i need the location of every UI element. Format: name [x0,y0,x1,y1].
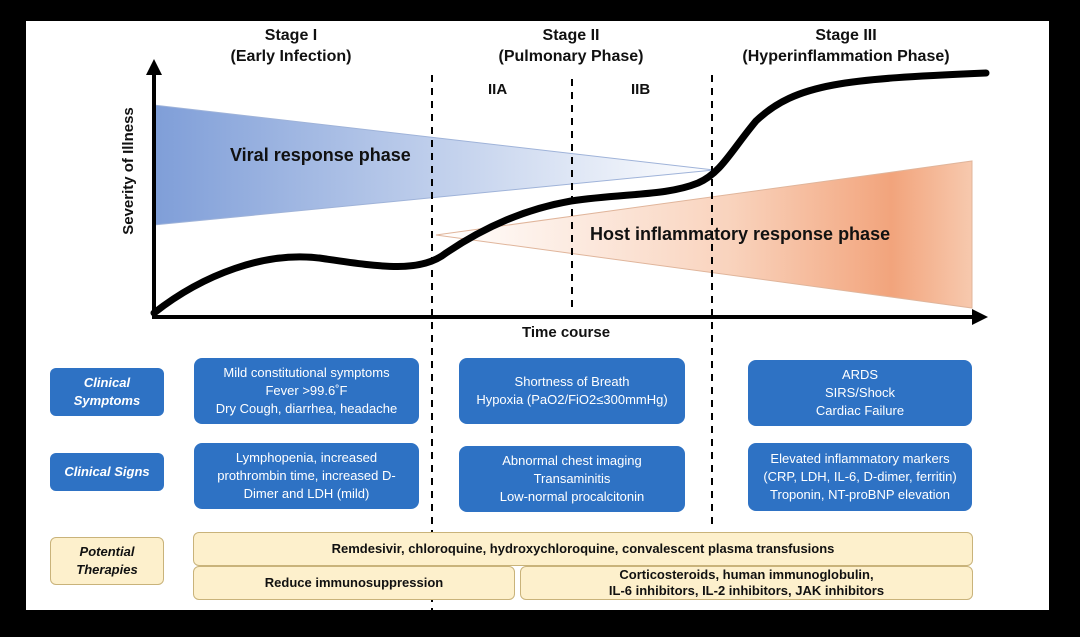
symptom-line: Dry Cough, diarrhea, headache [215,401,398,416]
severity-curve [150,69,990,317]
stage-1-header: Stage I (Early Infection) [206,25,376,67]
host-inflammatory-triangle [435,160,973,309]
symptom-line: Hypoxia (PaO2/FiO2≤300mmHg) [476,392,668,407]
row-label-potential-therapies: Potential Therapies [50,537,164,585]
signs-stage-3: Elevated inflammatory markers (CRP, LDH,… [748,443,972,511]
sign-line: Low-normal procalcitonin [499,489,645,504]
stage-2-subtitle: (Pulmonary Phase) [498,48,644,65]
symptom-line: Fever >99.6˚F [265,383,348,398]
row-label-clinical-signs: Clinical Signs [50,453,164,491]
symptoms-stage-3: ARDS SIRS/Shock Cardiac Failure [748,360,972,426]
stage-3-header: Stage III (Hyperinflammation Phase) [726,25,966,67]
row-label-line: Clinical Signs [64,464,150,479]
symptom-line: ARDS [841,367,879,382]
sign-line: Elevated inflammatory markers [770,451,950,466]
therapy-text: Reduce immunosuppression [264,575,444,590]
sign-line: Dimer and LDH (mild) [243,486,370,501]
row-label-clinical-symptoms: Clinical Symptoms [50,368,164,416]
therapy-text: IL-6 inhibitors, IL-2 inhibitors, JAK in… [608,583,885,598]
y-axis-arrowhead [146,59,162,75]
symptom-line: Cardiac Failure [815,403,905,418]
y-axis-label: Severity of Illness [120,107,137,235]
sign-line: Lymphopenia, increased [235,450,378,465]
host-phase-label: Host inflammatory response phase [590,224,891,244]
stage-3-title: Stage III [815,27,877,44]
row-label-line: Clinical [83,375,131,390]
substage-iia-label: IIA [488,81,508,98]
signs-stage-2: Abnormal chest imaging Transaminitis Low… [459,446,685,512]
stage-2-title: Stage II [542,27,600,44]
sign-line: Troponin, NT-proBNP elevation [770,487,950,502]
substage-iib-label: IIB [631,81,651,98]
diagram-canvas: Stage I (Early Infection) Stage II (Pulm… [26,21,1049,610]
sign-line: prothrombin time, increased D- [217,468,396,483]
symptom-line: SIRS/Shock [824,385,896,400]
sign-line: Abnormal chest imaging [502,453,642,468]
therapy-text: Corticosteroids, human immunoglobulin, [619,567,874,582]
therapy-all-stages: Remdesivir, chloroquine, hydroxychloroqu… [193,532,973,566]
symptom-line: Shortness of Breath [514,374,630,389]
therapy-early: Reduce immunosuppression [193,566,515,600]
x-axis-label: Time course [521,324,611,341]
row-label-line: Symptoms [73,393,141,408]
stage-2-header: Stage II (Pulmonary Phase) [481,25,661,67]
viral-phase-label: Viral response phase [230,145,411,165]
severity-timeline-graphic [146,59,990,610]
therapy-text: Remdesivir, chloroquine, hydroxychloroqu… [331,541,835,556]
stage-1-title: Stage I [264,27,318,44]
stage-3-subtitle: (Hyperinflammation Phase) [742,48,950,65]
symptom-line: Mild constitutional symptoms [223,365,390,380]
row-label-line: Potential [79,544,135,559]
stage-1-subtitle: (Early Infection) [230,48,352,65]
x-axis-arrowhead [972,309,988,325]
sign-line: (CRP, LDH, IL-6, D-dimer, ferritin) [763,469,957,484]
row-label-line: Therapies [76,562,138,577]
therapy-late: Corticosteroids, human immunoglobulin, I… [520,566,973,600]
signs-stage-1: Lymphopenia, increased prothrombin time,… [194,443,419,509]
symptoms-stage-1: Mild constitutional symptoms Fever >99.6… [194,358,419,424]
sign-line: Transaminitis [533,471,611,486]
symptoms-stage-2: Shortness of Breath Hypoxia (PaO2/FiO2≤3… [459,358,685,424]
